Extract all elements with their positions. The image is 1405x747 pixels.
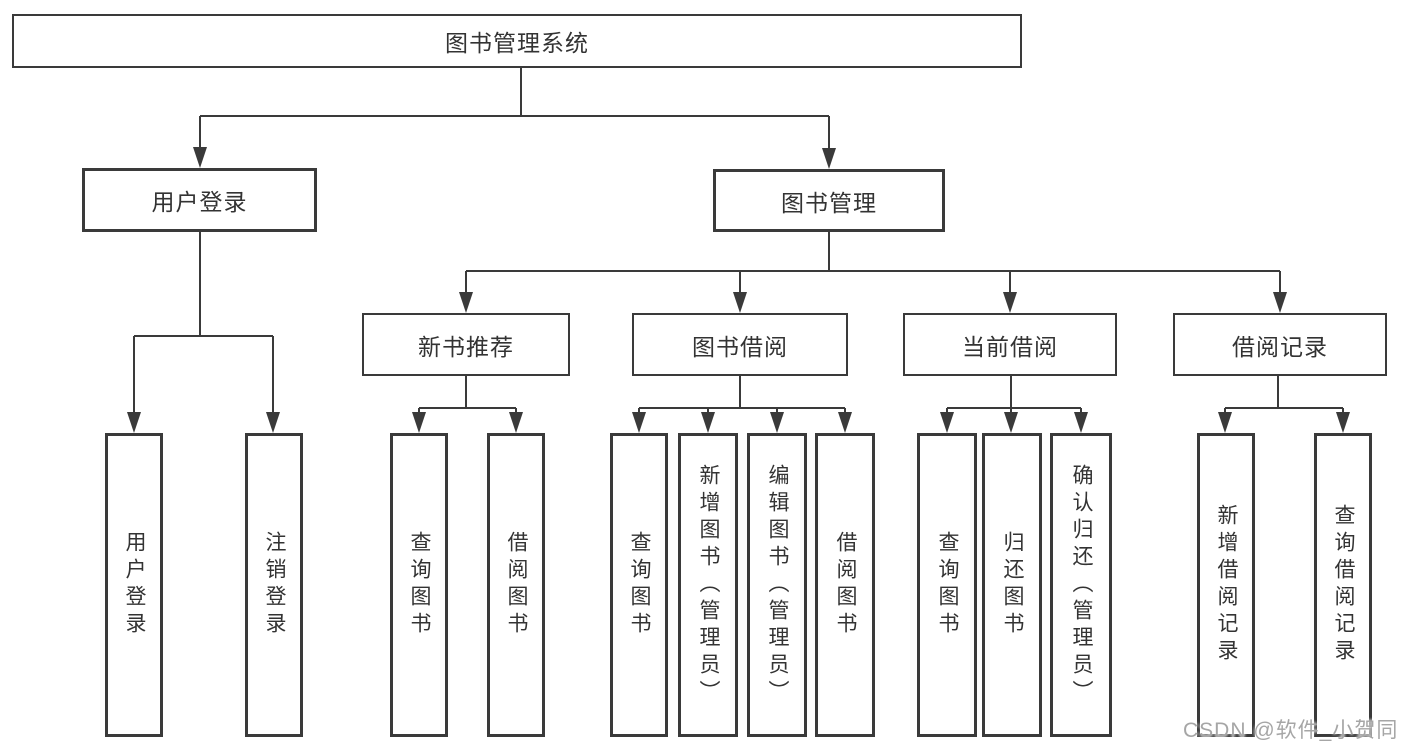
leaf-cb-confirm-return-admin-label: 确认归还（管理员）	[1070, 463, 1094, 707]
leaf-user-login: 用户登录	[105, 433, 163, 737]
watermark: CSDN @软件_小贺同学	[1183, 719, 1399, 742]
leaf-bb-edit-books-admin-label: 编辑图书（管理员）	[766, 463, 790, 707]
leaf-nbr-borrow-books-label: 借阅图书	[505, 531, 529, 639]
leaf-bb-add-books-admin: 新增图书（管理员）	[678, 433, 738, 737]
node-user-login-branch: 用户登录	[82, 168, 317, 232]
leaf-cb-return-books: 归还图书	[982, 433, 1042, 737]
leaf-cb-query-books-label: 查询图书	[936, 531, 960, 639]
leaf-logout-label: 注销登录	[263, 531, 287, 639]
leaf-nbr-query-books: 查询图书	[390, 433, 448, 737]
node-current-borrowing: 当前借阅	[903, 313, 1117, 376]
leaf-user-login-label: 用户登录	[123, 531, 147, 639]
leaf-bb-borrow-books-label: 借阅图书	[834, 531, 858, 639]
leaf-logout: 注销登录	[245, 433, 303, 737]
node-new-book-recommend: 新书推荐	[362, 313, 570, 376]
leaf-br-query-record: 查询借阅记录	[1314, 433, 1372, 737]
leaf-bb-query-books-label: 查询图书	[628, 531, 652, 639]
node-current-borrowing-label: 当前借阅	[962, 333, 1058, 360]
node-borrowing-records: 借阅记录	[1173, 313, 1387, 376]
leaf-br-query-record-label: 查询借阅记录	[1332, 504, 1356, 666]
node-root-label: 图书管理系统	[445, 30, 589, 56]
leaf-bb-query-books: 查询图书	[610, 433, 668, 737]
node-user-login-branch-label: 用户登录	[151, 189, 248, 215]
node-book-management-branch: 图书管理	[713, 169, 945, 232]
leaf-cb-query-books: 查询图书	[917, 433, 977, 737]
node-book-borrowing: 图书借阅	[632, 313, 848, 376]
node-root: 图书管理系统	[12, 14, 1022, 68]
leaf-nbr-query-books-label: 查询图书	[408, 531, 432, 639]
leaf-bb-edit-books-admin: 编辑图书（管理员）	[747, 433, 807, 737]
node-new-book-recommend-label: 新书推荐	[418, 333, 514, 360]
leaf-br-add-record: 新增借阅记录	[1197, 433, 1255, 737]
node-borrowing-records-label: 借阅记录	[1232, 333, 1328, 360]
leaf-br-add-record-label: 新增借阅记录	[1215, 504, 1239, 666]
leaf-bb-borrow-books: 借阅图书	[815, 433, 875, 737]
leaf-nbr-borrow-books: 借阅图书	[487, 433, 545, 737]
node-book-management-branch-label: 图书管理	[781, 189, 877, 216]
leaf-bb-add-books-admin-label: 新增图书（管理员）	[697, 463, 721, 707]
leaf-cb-confirm-return-admin: 确认归还（管理员）	[1050, 433, 1112, 737]
tree-edges	[133, 68, 1344, 414]
leaf-cb-return-books-label: 归还图书	[1001, 531, 1025, 639]
node-book-borrowing-label: 图书借阅	[692, 333, 788, 360]
